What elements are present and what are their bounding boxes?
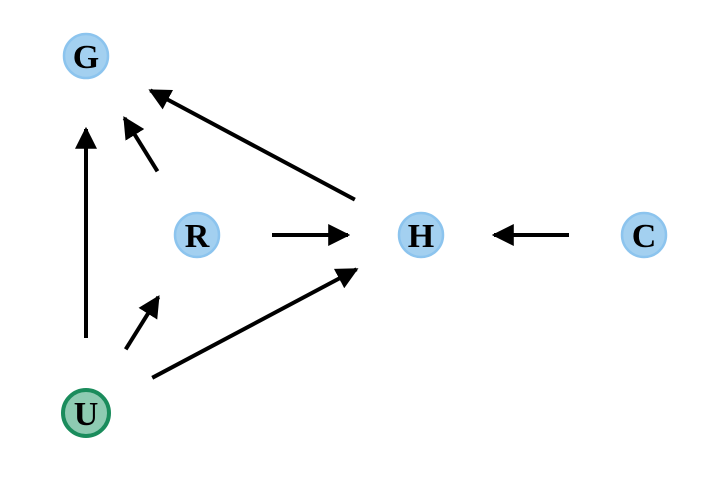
edge-h-to-g <box>148 88 356 202</box>
edge-r-to-g <box>122 116 160 173</box>
node-label: U <box>74 396 99 433</box>
node-r: R <box>173 211 221 259</box>
node-circle <box>397 211 445 259</box>
node-circle <box>61 388 111 438</box>
node-u: U <box>61 388 111 438</box>
node-circle <box>62 32 110 80</box>
edge-u-to-r <box>123 295 161 351</box>
node-c: C <box>620 211 668 259</box>
node-label: R <box>185 218 210 255</box>
node-g: G <box>62 32 110 80</box>
node-label: G <box>73 39 99 76</box>
node-circle <box>173 211 221 259</box>
edge-u-to-h <box>151 267 359 380</box>
node-label: C <box>632 218 657 255</box>
node-h: H <box>397 211 445 259</box>
node-circle <box>620 211 668 259</box>
node-label: H <box>408 218 434 255</box>
